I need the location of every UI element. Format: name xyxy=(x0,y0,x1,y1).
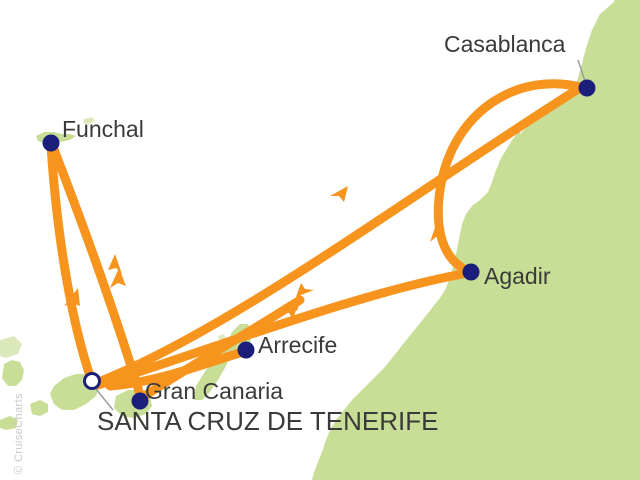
arrowhead-north-agadir-coast xyxy=(430,222,444,242)
land-coast-fragment-north xyxy=(614,0,640,20)
land-la-palma xyxy=(2,360,24,386)
route-arrowhead-layer xyxy=(64,186,444,319)
port-label-funchal: Funchal xyxy=(62,116,144,142)
port-marker-santa-cruz-de-tenerife[interactable] xyxy=(83,372,101,390)
port-marker-agadir[interactable] xyxy=(462,263,480,281)
port-marker-funchal[interactable] xyxy=(42,134,60,152)
port-label-santa-cruz-de-tenerife: SANTA CRUZ DE TENERIFE xyxy=(97,406,439,436)
route-leg-casablanca-agadir[interactable] xyxy=(433,79,589,276)
copyright-watermark: © CruiseCharts xyxy=(13,393,25,474)
port-marker-casablanca[interactable] xyxy=(578,79,596,97)
port-label-arrecife: Arrecife xyxy=(258,332,338,358)
land-africa-coast-detail xyxy=(461,130,520,246)
leader-line-layer xyxy=(95,59,586,411)
arrowhead-west-agadir-return xyxy=(283,296,302,311)
route-layer xyxy=(46,79,589,404)
port-label-casablanca: Casablanca xyxy=(444,31,566,57)
route-leg-tenerife-casablanca[interactable] xyxy=(91,81,588,388)
leader-line-casablanca xyxy=(577,59,586,82)
arrowhead-north-funchal-west xyxy=(64,288,80,306)
port-marker-arrecife[interactable] xyxy=(237,341,255,359)
arrowhead-northeast-casablanca xyxy=(330,186,348,202)
land-africa-mainland xyxy=(312,0,640,480)
land-el-hierro xyxy=(30,400,48,416)
route-leg-grancanaria-feeder[interactable] xyxy=(135,295,305,404)
port-label-agadir: Agadir xyxy=(484,263,551,289)
arrowhead-south-funchal-east xyxy=(108,254,122,274)
port-marker-layer xyxy=(42,79,596,410)
route-leg-tenerife-funchal-outbound[interactable] xyxy=(46,141,97,387)
land-madeira-islet xyxy=(83,117,95,124)
arrowhead-north-canaries-feeder xyxy=(110,268,126,288)
port-label-gran-canaria: Gran Canaria xyxy=(145,378,284,404)
route-leg-agadir-tenerife[interactable] xyxy=(93,268,473,390)
land-la-gomera xyxy=(0,416,18,430)
leader-line-santa-cruz xyxy=(95,388,114,411)
arrowhead-west-arrecife xyxy=(280,304,298,319)
land-southwest-haze xyxy=(0,336,22,358)
arrowhead-east-upper-branch xyxy=(296,283,314,297)
port-marker-gran-canaria[interactable] xyxy=(131,392,149,410)
